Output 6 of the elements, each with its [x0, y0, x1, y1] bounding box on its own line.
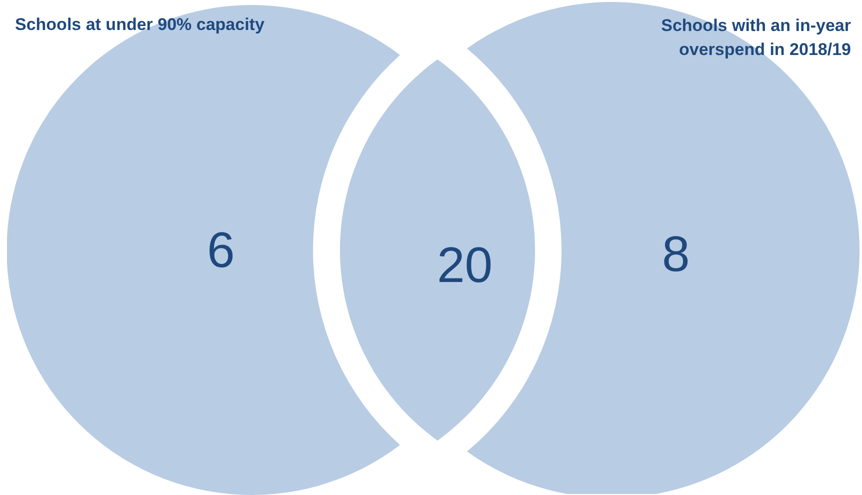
- set-label: Schools with an in-year overspend in 2018/19: [660, 15, 851, 61]
- count-number: 20: [437, 237, 493, 293]
- overlap-region: [340, 58, 536, 442]
- set-label: Schools at under 90% capacity: [15, 14, 264, 36]
- count-number: 6: [207, 222, 235, 278]
- count-number: 8: [662, 226, 690, 282]
